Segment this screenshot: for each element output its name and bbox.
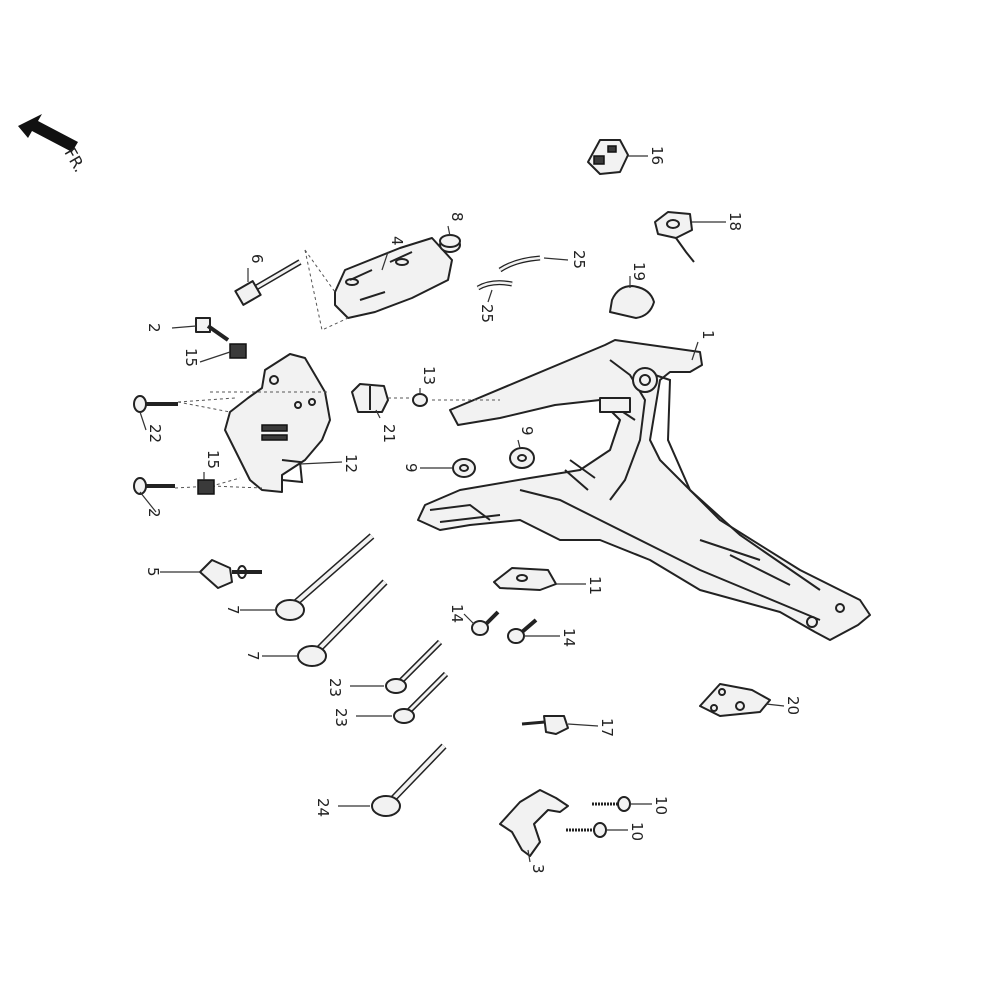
callout-24: 24 <box>314 798 332 817</box>
cover-19 <box>609 285 655 319</box>
callout-10-a: 10 <box>652 796 670 815</box>
callout-23-b: 23 <box>332 708 350 727</box>
collar-9-a <box>452 458 476 478</box>
callout-14-a: 14 <box>448 604 466 623</box>
callout-15-upper: 15 <box>182 348 200 367</box>
callout-6: 6 <box>248 254 266 264</box>
callout-15-lower: 15 <box>204 450 222 469</box>
washer-13 <box>412 393 428 407</box>
callout-22: 22 <box>146 424 164 443</box>
callout-17: 17 <box>598 718 616 737</box>
bolt-14-b <box>507 618 538 644</box>
callout-9-a: 9 <box>402 463 420 473</box>
part-5 <box>199 559 262 589</box>
callout-10-b: 10 <box>628 822 646 841</box>
bolt-14-a <box>471 610 500 636</box>
callout-23-a: 23 <box>326 678 344 697</box>
callout-7-b: 7 <box>244 651 262 661</box>
bolt-24 <box>371 743 447 817</box>
callout-2-upper: 2 <box>145 323 163 333</box>
callout-16: 16 <box>648 146 666 165</box>
plate-20 <box>699 683 771 717</box>
bracket-3 <box>499 789 569 857</box>
front-direction-arrow-icon <box>18 114 78 152</box>
callout-25-b: 25 <box>478 304 496 323</box>
callout-14-b: 14 <box>560 628 578 647</box>
upper-bracket <box>334 237 453 319</box>
front-direction-label: FR. <box>61 145 90 176</box>
part-17 <box>521 715 569 735</box>
leader-lines <box>139 155 785 863</box>
callout-7-a: 7 <box>224 605 242 615</box>
callout-20: 20 <box>784 696 802 715</box>
bracket-11 <box>493 567 557 591</box>
main-frame <box>417 339 871 641</box>
callout-18: 18 <box>726 212 744 231</box>
bolt-7-b <box>297 579 388 667</box>
nut-8 <box>439 234 461 253</box>
callout-2-lower: 2 <box>145 508 163 518</box>
bracket-18 <box>654 211 695 263</box>
bolt-23-a <box>385 639 443 694</box>
callout-19: 19 <box>630 262 648 281</box>
clip-16 <box>587 139 629 175</box>
damper-21 <box>351 383 389 413</box>
bolt-2-upper <box>195 317 230 342</box>
callout-3: 3 <box>529 864 547 874</box>
callout-8: 8 <box>448 212 466 222</box>
hose-25-b <box>476 280 513 291</box>
callout-21: 21 <box>380 424 398 443</box>
callout-1: 1 <box>699 330 717 340</box>
callout-13: 13 <box>420 366 438 385</box>
callout-5: 5 <box>144 567 162 577</box>
collar-9-b <box>509 447 535 469</box>
callout-9-b: 9 <box>518 426 536 436</box>
callout-12: 12 <box>342 454 360 473</box>
bolt-22 <box>133 395 178 413</box>
callout-25-a: 25 <box>570 250 588 269</box>
grommet-15-lower <box>197 479 215 495</box>
headlight-bracket <box>224 353 331 493</box>
bolt-23-b <box>393 671 449 724</box>
screw-10-a <box>592 796 631 812</box>
hose-25-a <box>498 255 541 273</box>
bolt-2-lower <box>133 477 175 495</box>
screw-10-b <box>566 822 607 838</box>
callout-4: 4 <box>388 236 406 246</box>
callout-11: 11 <box>586 576 604 595</box>
bolt-6 <box>234 259 302 306</box>
grommet-15-upper <box>229 343 247 359</box>
